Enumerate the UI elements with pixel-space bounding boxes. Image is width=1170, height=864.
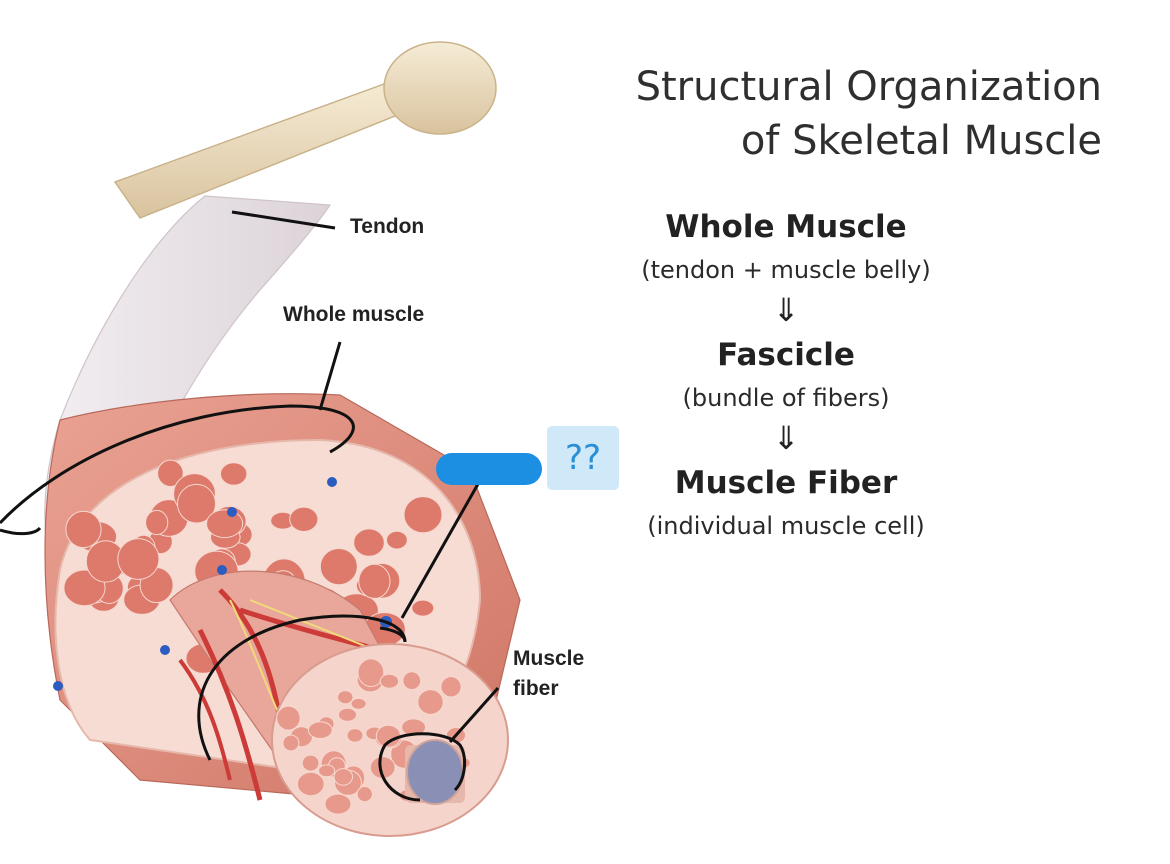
fascicle — [386, 530, 408, 550]
fascicle — [65, 510, 102, 549]
fascicle — [177, 483, 216, 524]
fascicle — [220, 462, 248, 486]
fiber — [337, 690, 354, 705]
fiber — [379, 673, 400, 689]
fiber — [346, 728, 364, 743]
fiber — [282, 734, 300, 752]
redaction-mark — [436, 453, 542, 485]
fascicle — [319, 548, 358, 586]
tendon-label: Tendon — [350, 215, 425, 238]
fiber — [307, 721, 333, 739]
bone — [113, 41, 497, 219]
level-description: (individual muscle cell) — [647, 512, 925, 540]
unknown-label-box[interactable]: ?? — [547, 426, 619, 490]
fiber — [440, 676, 462, 698]
fascicle — [206, 509, 244, 539]
whole-muscle-label: Whole muscle — [283, 303, 425, 326]
fiber — [333, 768, 353, 786]
veins — [53, 477, 392, 691]
fiber — [402, 671, 422, 691]
hierarchy-list: Whole Muscle (tendon + muscle belly) ⇓ F… — [600, 204, 972, 546]
down-arrow-icon: ⇓ — [772, 291, 800, 329]
fascicle — [358, 563, 391, 599]
fiber — [350, 697, 367, 710]
fascicle — [117, 538, 160, 580]
fiber — [296, 771, 325, 797]
level-name: Muscle Fiber — [674, 465, 898, 501]
fiber — [401, 718, 427, 737]
level-description: (tendon + muscle belly) — [641, 256, 931, 284]
fiber — [318, 764, 336, 778]
muscle-fiber — [405, 739, 465, 805]
fiber — [337, 707, 358, 722]
fascicle — [145, 509, 169, 536]
fiber-group — [276, 658, 471, 815]
fiber — [301, 754, 320, 772]
level-description: (bundle of fibers) — [682, 384, 890, 412]
level-name: Whole Muscle — [665, 209, 907, 245]
title-line-1: Structural Organization — [635, 64, 1102, 110]
fiber — [276, 705, 301, 731]
fiber — [356, 786, 373, 803]
fascicle — [403, 496, 443, 534]
fascicle — [289, 506, 319, 532]
fiber — [357, 658, 385, 687]
fascicle — [157, 459, 184, 487]
page-title: Structural Organization of Skeletal Musc… — [636, 60, 1102, 168]
fascicle — [411, 599, 435, 617]
down-arrow-icon: ⇓ — [772, 419, 800, 457]
fascicle — [353, 528, 385, 557]
fiber — [417, 689, 444, 715]
title-line-2: of Skeletal Muscle — [740, 118, 1102, 164]
muscle-fiber-label: Muscle fiber — [513, 647, 585, 700]
fiber — [324, 793, 352, 815]
label-leaders — [0, 210, 500, 802]
level-name: Fascicle — [717, 337, 855, 373]
